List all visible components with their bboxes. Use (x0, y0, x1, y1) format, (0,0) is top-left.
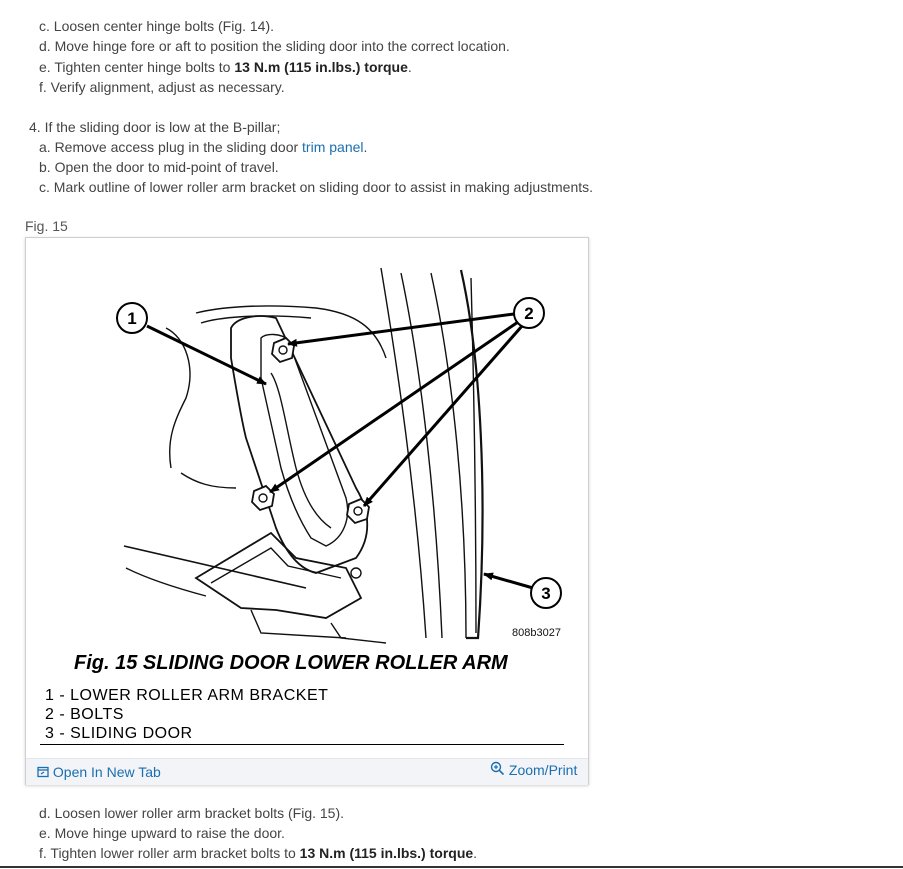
image-code: 808b3027 (512, 627, 561, 639)
legend-item-2: 2 - BOLTS (45, 706, 124, 723)
step-4c-mark-outline: c. Mark outline of lower roller arm brac… (39, 179, 594, 195)
step-4a-remove-plug: a. Remove access plug in the sliding doo… (39, 139, 368, 155)
legend-item-3: 3 - SLIDING DOOR (45, 725, 193, 742)
sliding-door-roller-arm-illustration[interactable]: 1 2 3 (26, 238, 588, 648)
page-bottom-rule (0, 866, 903, 868)
bolt-top-icon (271, 336, 295, 364)
figure-footer: Open In New Tab Zoom/Print (26, 758, 588, 785)
callout-2-label: 2 (524, 304, 533, 323)
open-new-tab-icon (37, 766, 49, 778)
zoom-print-button[interactable]: Zoom/Print (490, 761, 577, 778)
step-4b-open-door: b. Open the door to mid-point of travel. (39, 159, 279, 175)
step-c-loosen-center-hinge: c. Loosen center hinge bolts (Fig. 14). (39, 18, 275, 34)
legend-item-1: 1 - LOWER ROLLER ARM BRACKET (45, 687, 329, 704)
step-f-verify-alignment: f. Verify alignment, adjust as necessary… (39, 79, 285, 95)
callout-1 (116, 302, 148, 334)
open-in-new-tab-button[interactable]: Open In New Tab (37, 764, 161, 780)
figure-title: Fig. 15 SLIDING DOOR LOWER ROLLER ARM (74, 652, 508, 674)
step-e-tighten-center-hinge: e. Tighten center hinge bolts to 13 N.m … (39, 59, 412, 75)
callout-1-label: 1 (127, 309, 136, 328)
bolt-lower-left-icon (251, 484, 275, 512)
callout-3 (530, 577, 562, 609)
zoom-print-label: Zoom/Print (508, 762, 578, 778)
step-d-move-hinge: d. Move hinge fore or aft to position th… (39, 38, 510, 54)
figure-container: 1 2 3 808b3027 Fig. 15 SLIDING DOOR LOWE… (25, 237, 589, 785)
step-e-move-hinge-upward: e. Move hinge upward to raise the door. (39, 825, 285, 841)
trim-panel-link[interactable]: trim panel (302, 139, 364, 155)
open-in-new-tab-label: Open In New Tab (52, 764, 161, 780)
callout-2 (513, 297, 545, 329)
step-d-loosen-bracket-bolts: d. Loosen lower roller arm bracket bolts… (39, 805, 345, 821)
callout-3-label: 3 (541, 584, 550, 603)
legend-divider (40, 744, 564, 745)
step-4-heading: 4. If the sliding door is low at the B-p… (29, 119, 281, 135)
zoom-icon (490, 761, 505, 776)
step-f-tighten-bracket-bolts: f. Tighten lower roller arm bracket bolt… (39, 845, 478, 861)
figure-label: Fig. 15 (25, 218, 68, 234)
